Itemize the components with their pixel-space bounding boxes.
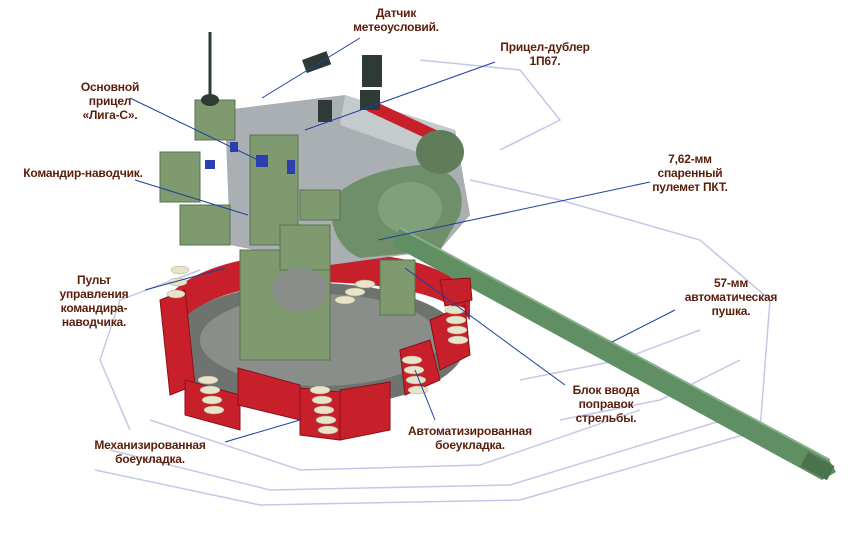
label-mech-ammo: Механизированная боеукладка. bbox=[94, 438, 206, 466]
label-meteo-sensor: Датчик метеоусловий. bbox=[353, 6, 439, 34]
label-coax-mg: 7,62-мм спаренный пулемет ПКТ. bbox=[652, 152, 728, 194]
label-fire-correction: Блок ввода поправок стрельбы. bbox=[572, 383, 640, 425]
leader-lines bbox=[129, 37, 676, 443]
label-cannon: 57-мм автоматическая пушка. bbox=[684, 276, 778, 318]
gunner-seat-drum bbox=[272, 268, 328, 312]
sight-windows bbox=[205, 142, 295, 174]
muzzle-brake bbox=[800, 452, 835, 481]
cannon-barrel bbox=[392, 228, 836, 480]
label-backup-sight: Прицел-дублер 1П67. bbox=[500, 40, 590, 68]
label-auto-ammo: Автоматизированная боеукладка. bbox=[408, 424, 532, 452]
label-control-panel: Пульт управления командира- наводчика. bbox=[59, 273, 129, 329]
label-main-sight: Основной прицел «Лига-С». bbox=[80, 80, 140, 122]
label-commander-gunner: Командир-наводчик. bbox=[23, 166, 143, 180]
antenna-icon bbox=[201, 32, 219, 106]
vision-blocks bbox=[302, 51, 382, 122]
